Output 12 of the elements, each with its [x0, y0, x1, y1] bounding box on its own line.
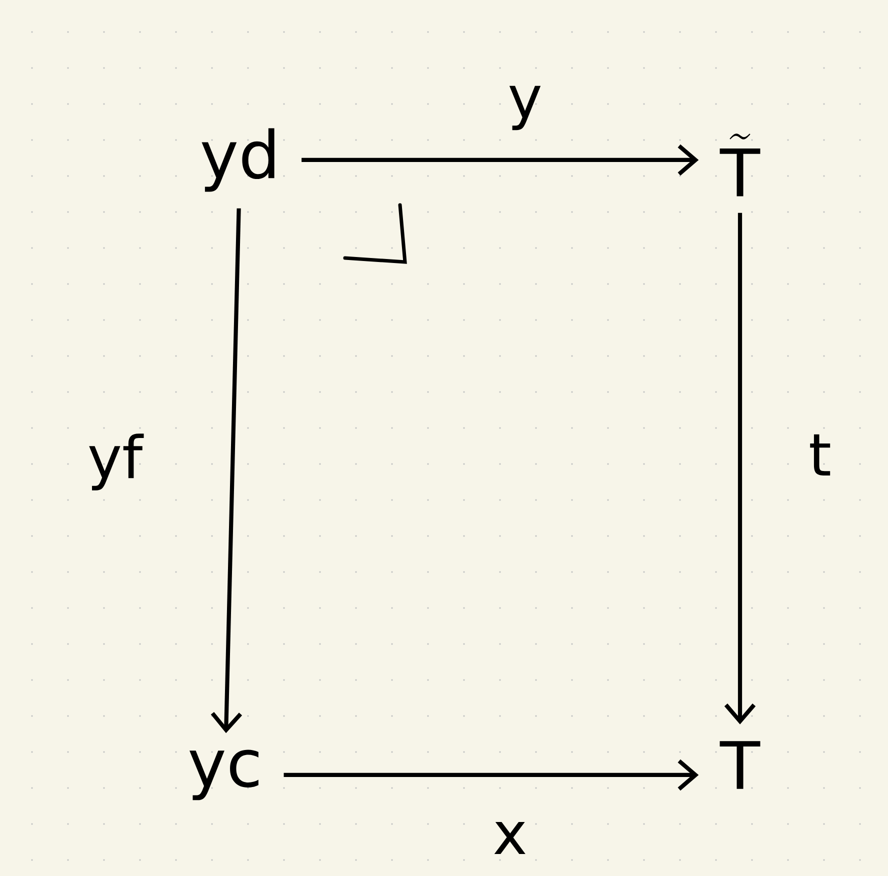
- object-label: yc: [190, 750, 258, 800]
- arrow: [210, 208, 242, 734]
- object-label: $\tilde{\mathrm{T}}$: [720, 134, 760, 196]
- edge-label: x: [494, 822, 526, 854]
- arrow: [724, 212, 756, 724]
- object-label: yd: [202, 128, 274, 192]
- arrow: [284, 759, 699, 791]
- arrow: [302, 144, 699, 176]
- edge-label: y: [509, 86, 541, 130]
- edge-label: yf: [89, 434, 144, 490]
- object-label: T: [720, 741, 760, 789]
- edge-label: t: [810, 434, 830, 476]
